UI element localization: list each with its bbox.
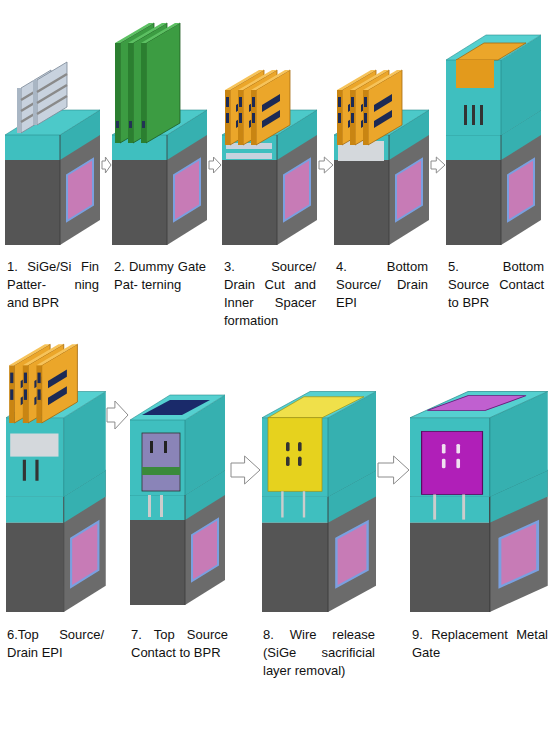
step-caption: 2. Dummy Gate Pat- terning (114, 258, 206, 294)
step2-illustration (112, 23, 207, 245)
step-caption: 6.Top Source/ Drain EPI (7, 626, 104, 662)
step-caption: 5. Bottom Source Contact to BPR (448, 258, 544, 312)
illustration-shape (33, 62, 67, 125)
illustration-shape (164, 441, 167, 453)
step9-illustration (410, 392, 548, 613)
step4-illustration (334, 70, 429, 245)
process-step: 1. SiGe/Si Fin Patter- ning and BPR (4, 2, 102, 312)
process-step: 8. Wire release (SiGe sacrificial layer … (260, 338, 378, 680)
flow-arrow (231, 456, 260, 484)
illustration-shape (446, 35, 541, 135)
illustration-shape (35, 460, 38, 481)
flow-arrow (378, 456, 409, 484)
illustration-shape (298, 457, 302, 466)
process-step: 7. Top Source Contact to BPR (128, 338, 231, 662)
illustration-shape (281, 491, 283, 517)
illustration-shape (226, 143, 272, 149)
process-step: 5. Bottom Source Contact to BPR (445, 2, 547, 312)
illustration-shape (226, 153, 272, 159)
step-caption: 9. Replacement Metal Gate (412, 626, 548, 662)
illustration-shape (363, 70, 402, 145)
illustration-shape (303, 491, 305, 517)
step7-illustration (130, 395, 225, 605)
illustration-shape (422, 431, 483, 494)
illustration-shape (410, 392, 548, 497)
step-caption: 8. Wire release (SiGe sacrificial layer … (263, 626, 375, 680)
illustration-shape (456, 43, 526, 60)
illustration-shape (160, 495, 163, 517)
illustration-shape (142, 400, 210, 415)
flow-arrow (209, 157, 221, 173)
illustration-shape (298, 442, 302, 451)
illustration-shape (464, 105, 467, 125)
illustration-shape (36, 344, 77, 423)
step6-illustration (6, 344, 106, 612)
illustration-shape (268, 418, 322, 492)
process-step: 4. Bottom Source/ Drain EPI (333, 2, 431, 312)
illustration-shape (142, 433, 180, 491)
flow-arrow (107, 401, 128, 429)
illustration-shape (480, 105, 483, 125)
illustration-shape (262, 392, 376, 497)
illustration-shape (150, 441, 153, 453)
step3-illustration (222, 70, 317, 245)
illustration-shape (142, 467, 180, 475)
step-caption: 7. Top Source Contact to BPR (131, 626, 228, 662)
step1-illustration (5, 62, 100, 245)
flow-arrow (431, 157, 445, 173)
process-step: 3. Source/ Drain Cut and Inner Spacer fo… (221, 2, 319, 330)
illustration-shape (130, 395, 225, 495)
process-step: 2. Dummy Gate Pat- terning (111, 2, 209, 294)
illustration-shape (427, 396, 526, 411)
illustration-shape (338, 141, 384, 161)
illustration-shape (456, 60, 494, 88)
step8-illustration (262, 392, 376, 613)
illustration-shape (286, 457, 290, 466)
illustration-shape (268, 397, 364, 418)
process-step: 9. Replacement Metal Gate (409, 338, 551, 662)
illustration-shape (23, 460, 26, 481)
illustration-shape (456, 444, 460, 453)
flow-arrow (102, 157, 111, 173)
illustration-shape (433, 494, 436, 519)
step-caption: 3. Source/ Drain Cut and Inner Spacer fo… (224, 258, 316, 330)
illustration-shape (472, 105, 475, 125)
illustration-shape (148, 495, 151, 517)
illustration-shape (141, 23, 180, 143)
process-step: 6.Top Source/ Drain EPI (4, 338, 107, 662)
illustration-shape (10, 434, 58, 457)
flow-arrow (319, 157, 333, 173)
illustration-shape (442, 444, 446, 453)
step5-illustration (446, 35, 541, 245)
illustration-shape (462, 494, 465, 519)
illustration-shape (286, 442, 290, 451)
step-caption: 1. SiGe/Si Fin Patter- ning and BPR (7, 258, 99, 312)
illustration-shape (251, 70, 290, 145)
illustration-shape (456, 459, 460, 468)
illustration-shape (442, 459, 446, 468)
step-caption: 4. Bottom Source/ Drain EPI (336, 258, 428, 312)
